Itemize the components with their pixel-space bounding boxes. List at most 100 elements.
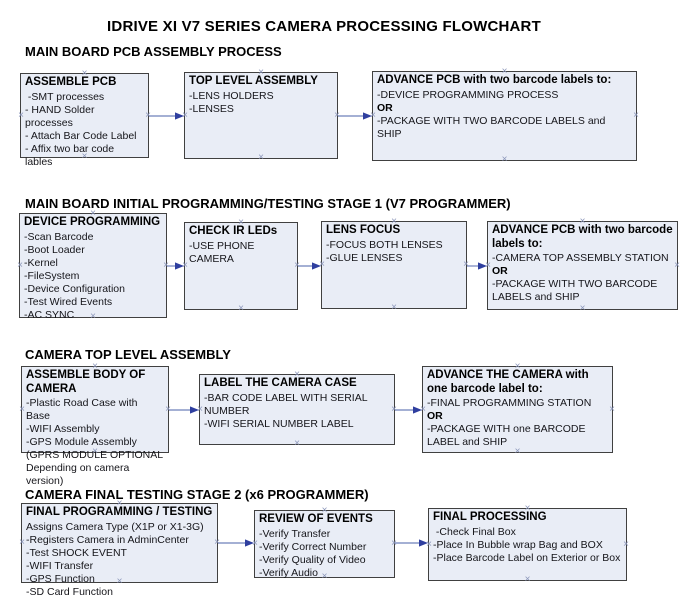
flow-box-item: -Plastic Road Case with Base <box>26 397 138 422</box>
connection-point-icon: × <box>420 403 426 415</box>
flow-box-item: -Registers Camera in AdminCenter <box>26 533 189 546</box>
connection-point-icon: × <box>609 403 615 415</box>
flow-box-title: CHECK IR LEDs <box>189 225 278 237</box>
flow-box-item: -Test Wired Events <box>24 295 113 308</box>
connection-point-icon: × <box>294 438 300 449</box>
flow-box-item: -Test SHOCK EVENT <box>26 546 127 559</box>
connection-point-icon: × <box>391 302 397 313</box>
flow-box-item: -USE PHONE CAMERA <box>189 239 255 265</box>
flow-box-title: ADVANCE PCB with two barcode labels to: <box>492 224 673 250</box>
flow-box-item: -FINAL PROGRAMMING STATION <box>427 397 592 409</box>
flow-box-item: OR <box>427 410 443 422</box>
flow-box-item: - HAND Solder processes <box>25 103 95 129</box>
flow-box-item: -Place Barcode Label on Exterior or Box <box>433 551 621 564</box>
flow-box-assemble-pcb: ASSEMBLE PCB -SMT processes- HAND Solder… <box>18 69 151 168</box>
connection-point-icon: × <box>19 537 25 548</box>
flow-box-item: -PACKAGE WITH TWO BARCODE LABELS and SHI… <box>377 114 606 140</box>
flow-arrow <box>149 112 184 120</box>
flow-box-title: ASSEMBLE BODY OF CAMERA <box>26 369 146 395</box>
flow-box-item: -Verify Correct Number <box>259 540 367 553</box>
flow-box-items: -Plastic Road Case with Base-WIFI Assemb… <box>26 397 164 488</box>
flow-box-item: -WIFI Transfer <box>26 559 94 572</box>
flow-box-items: Assigns Camera Type (X1P or X1-3G)-Regis… <box>26 521 213 599</box>
flow-box-item: -BAR CODE LABEL WITH SERIAL NUMBER <box>204 391 368 417</box>
flow-box-advance-pcb-programming: ADVANCE PCB with two barcode labels to: … <box>485 217 680 314</box>
connection-point-icon: × <box>294 260 300 271</box>
flow-box-items: -SMT processes- HAND Solder processes- A… <box>25 91 144 169</box>
flow-box-label-camera-case: LABEL THE CAMERA CASE -BAR CODE LABEL WI… <box>197 370 397 449</box>
flow-box-items: -BAR CODE LABEL WITH SERIAL NUMBER-WIFI … <box>204 392 390 431</box>
flow-box-device-programming: DEVICE PROGRAMMING -Scan Barcode-Boot Lo… <box>17 209 169 322</box>
flow-box-items: -FOCUS BOTH LENSES-GLUE LENSES <box>326 239 462 265</box>
flow-box-final-programming-testing: FINAL PROGRAMMING / TESTING Assigns Came… <box>19 499 220 598</box>
flow-box-item: -Check Final Box <box>433 525 516 538</box>
flow-box-review-of-events: REVIEW OF EVENTS -Verify Transfer-Verify… <box>252 506 397 582</box>
flow-box-final-processing: FINAL PROCESSING -Check Final Box-Place … <box>426 504 629 585</box>
flow-arrow <box>395 539 428 547</box>
connection-point-icon: × <box>524 574 531 585</box>
section-heading-pcb-assembly: MAIN BOARD PCB ASSEMBLY PROCESS <box>25 44 282 59</box>
connection-point-icon: × <box>238 303 244 314</box>
flow-box-item: OR <box>492 265 508 277</box>
flow-box-item: -Boot Loader <box>24 243 85 256</box>
flow-box-title: LABEL THE CAMERA CASE <box>204 377 357 389</box>
flow-arrow <box>218 539 254 547</box>
connection-point-icon: × <box>252 538 258 549</box>
connection-point-icon: × <box>165 403 171 415</box>
flow-box-item: -DEVICE PROGRAMMING PROCESS <box>377 88 559 101</box>
flow-box-item: -PACKAGE WITH one BARCODE LABEL and SHIP <box>427 423 586 448</box>
connection-point-icon: × <box>485 259 491 271</box>
flow-box-items: -Verify Transfer-Verify Correct Number-V… <box>259 528 390 580</box>
connection-point-icon: × <box>623 538 629 550</box>
flow-box-advance-pcb-assembly: ADVANCE PCB with two barcode labels to: … <box>370 67 639 165</box>
connection-point-icon: × <box>426 538 432 550</box>
flow-box-title: FINAL PROCESSING <box>433 511 547 523</box>
connection-point-icon: × <box>633 110 639 121</box>
flow-arrow <box>338 112 372 120</box>
page-title: IDRIVE XI V7 SERIES CAMERA PROCESSING FL… <box>107 18 541 35</box>
flow-box-items: -LENS HOLDERS-LENSES <box>189 90 333 116</box>
flow-arrow <box>169 406 199 414</box>
flow-box-title: LENS FOCUS <box>326 224 401 236</box>
flow-box-advance-camera: ADVANCE THE CAMERA with one barcode labe… <box>420 362 615 457</box>
flow-box-title: ASSEMBLE PCB <box>25 76 117 88</box>
flow-box-item: -GLUE LENSES <box>326 251 403 264</box>
connection-point-icon: × <box>370 110 376 121</box>
flow-box-item: -Verify Audio <box>259 566 318 579</box>
connection-point-icon: × <box>391 538 397 549</box>
flow-arrow <box>467 262 487 270</box>
flow-box-item: -WIFI Assembly <box>26 423 100 435</box>
connection-point-icon: × <box>501 154 508 165</box>
flow-box-item: -GPS Function <box>26 572 95 585</box>
flow-box-title: REVIEW OF EVENTS <box>259 513 373 525</box>
flow-box-item: -FOCUS BOTH LENSES <box>326 238 443 251</box>
flow-box-item: -Verify Transfer <box>259 527 331 540</box>
connection-point-icon: × <box>674 259 680 271</box>
section-heading-camera-top-assembly: CAMERA TOP LEVEL ASSEMBLY <box>25 347 231 362</box>
flow-box-item: -WIFI SERIAL NUMBER LABEL <box>204 417 354 430</box>
flow-box-items: -USE PHONE CAMERA <box>189 240 293 266</box>
flow-box-item: -CAMERA TOP ASSEMBLY STATION <box>492 252 669 264</box>
flow-arrow <box>395 406 422 414</box>
flow-box-item: OR <box>377 101 393 114</box>
flow-box-top-level-assembly: TOP LEVEL ASSEMBLY -LENS HOLDERS-LENSES … <box>182 68 340 163</box>
connection-point-icon: × <box>319 259 325 270</box>
flow-box-title: TOP LEVEL ASSEMBLY <box>189 75 318 87</box>
flow-box-item: -Verify Quality of Video <box>259 553 366 566</box>
flow-box-title: ADVANCE THE CAMERA with one barcode labe… <box>427 369 589 395</box>
flow-box-items: -Check Final Box-Place In Bubble wrap Ba… <box>433 526 622 565</box>
connection-point-icon: × <box>579 303 586 314</box>
connection-point-icon: × <box>197 403 203 415</box>
flow-box-item: -SD Card Function <box>26 585 113 598</box>
connection-point-icon: × <box>182 109 188 121</box>
flow-box-assemble-body: ASSEMBLE BODY OF CAMERA -Plastic Road Ca… <box>19 362 171 488</box>
flow-box-item: -LENSES <box>189 102 234 115</box>
connection-point-icon: × <box>391 403 397 415</box>
connection-point-icon: × <box>182 260 188 271</box>
connection-point-icon: × <box>17 259 23 271</box>
flow-box-item: -AC SYNC <box>24 308 75 321</box>
flow-arrow <box>167 262 184 270</box>
